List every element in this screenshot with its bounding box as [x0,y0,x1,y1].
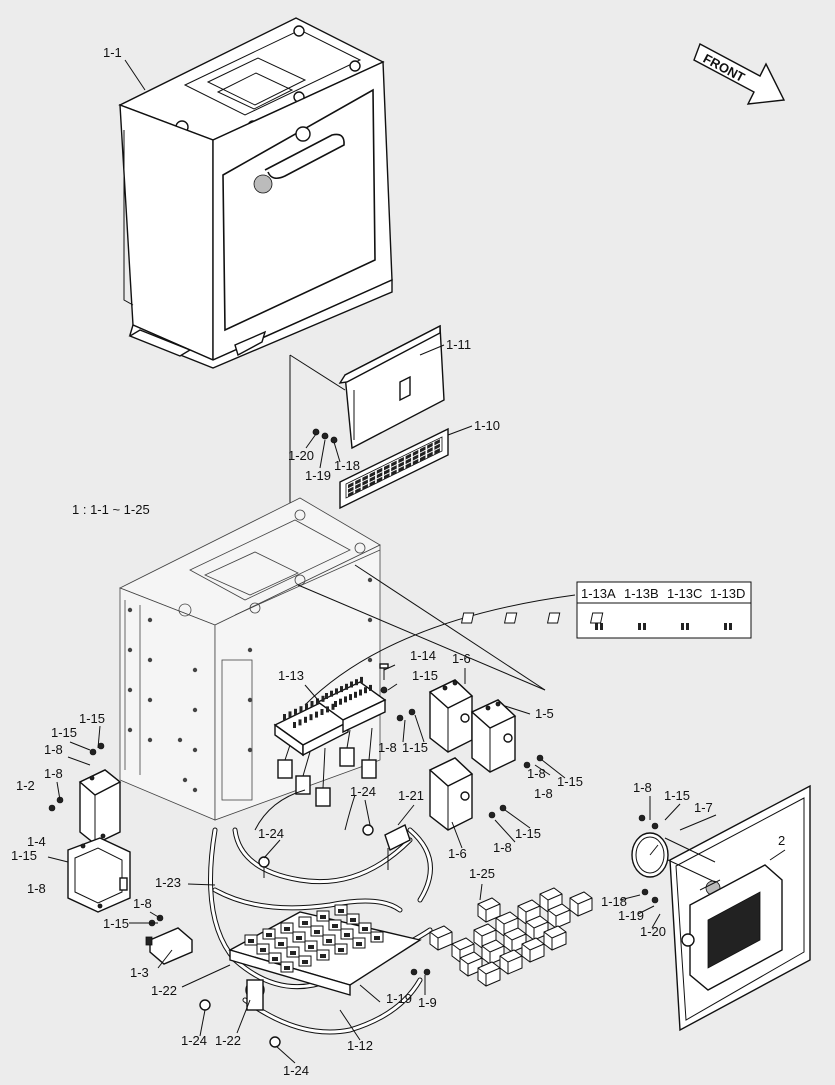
part-label: 1-5 [535,706,554,721]
component-1-3 [145,927,193,965]
part-label: 1-8 [133,896,152,911]
part-label: 1-8 [27,881,46,896]
part-label: 1-25 [469,866,495,881]
part-label: 1-2 [16,778,35,793]
part-label: 1-3 [130,965,149,980]
part-label: 1-8 [534,786,553,801]
part-label: 1-7 [694,800,713,815]
part-label: 1-19 [618,908,644,923]
part-label: 1-15 [79,711,105,726]
part-label: 1-12 [347,1038,373,1053]
part-label: 1-4 [27,834,46,849]
cabinet-assembly-ghost [119,497,381,821]
module-1-2 [78,769,122,845]
part-label: 2 [778,833,785,848]
relay-1-5 [470,699,517,773]
part-label: 1-15 [412,668,438,683]
part-label: 1-19 [305,468,331,483]
part-label: 1-20 [288,448,314,463]
part-label: 1-15 [664,788,690,803]
grille-1-10 [339,427,449,510]
module-1-4 [67,837,131,913]
fuse-legend-box: 1-13A 1-13B 1-13C 1-13D [460,581,752,639]
part-label: 1-15 [51,725,77,740]
fuse-label-d: 1-13D [710,586,745,601]
screw-1-24-a [258,856,270,878]
part-label: 1-15 [11,848,37,863]
part-label: 1-9 [418,995,437,1010]
part-label: 1-18 [334,458,360,473]
part-label: 1-15 [557,774,583,789]
scale-note: 1 : 1-1 ~ 1-25 [72,502,150,517]
part-label: 1-15 [103,916,129,931]
part-label: 1-24 [258,826,284,841]
screw-1-24-b [362,824,374,836]
part-label: 1-22 [151,983,177,998]
part-label: 1-13 [278,668,304,683]
screw-1-24-d [269,1036,281,1048]
gauge-1-7 [631,832,716,883]
relay-1-6-upper [428,679,474,753]
harness-1-12 [208,789,433,1035]
fuse-label-a: 1-13A [581,586,616,601]
part-label: 1-8 [493,840,512,855]
part-label: 1-11 [446,337,471,352]
part-label: 1-8 [378,740,397,755]
part-label: 1-10 [474,418,500,433]
part-label: 1-8 [633,780,652,795]
part-label: 1-8 [527,766,546,781]
part-label: 1-20 [640,924,666,939]
part-label: 1-18 [601,894,627,909]
relays-1-25 [429,887,593,987]
panel-2 [669,784,811,1032]
fuse-block-1-13 [273,676,387,807]
part-label: 1-21 [398,788,424,803]
part-label: 1-15 [515,826,541,841]
part-label: 1-8 [44,766,63,781]
part-label: 1-22 [215,1033,241,1048]
component-1-21 [384,824,411,870]
relay-1-6-lower [428,757,474,831]
cover-plate-1-11 [338,324,445,450]
relay-rack [228,904,422,996]
part-label: 1-19 [386,991,412,1006]
part-label: 1-6 [448,846,467,861]
part-label: 1-15 [402,740,428,755]
part-label: 1-23 [155,875,181,890]
part-label: 1-1 [103,45,122,60]
part-label: 1-24 [283,1063,309,1078]
screw-1-24-c [199,999,211,1011]
part-label: 1-24 [350,784,376,799]
part-label: 1-14 [410,648,436,663]
cabinet-cover-1-1 [118,17,393,369]
fuse-label-c: 1-13C [667,586,702,601]
part-label: 1-8 [44,742,63,757]
fuse-label-b: 1-13B [624,586,659,601]
front-direction-arrow: FRONT [693,43,786,105]
part-label: 1-6 [452,651,471,666]
part-label: 1-24 [181,1033,207,1048]
